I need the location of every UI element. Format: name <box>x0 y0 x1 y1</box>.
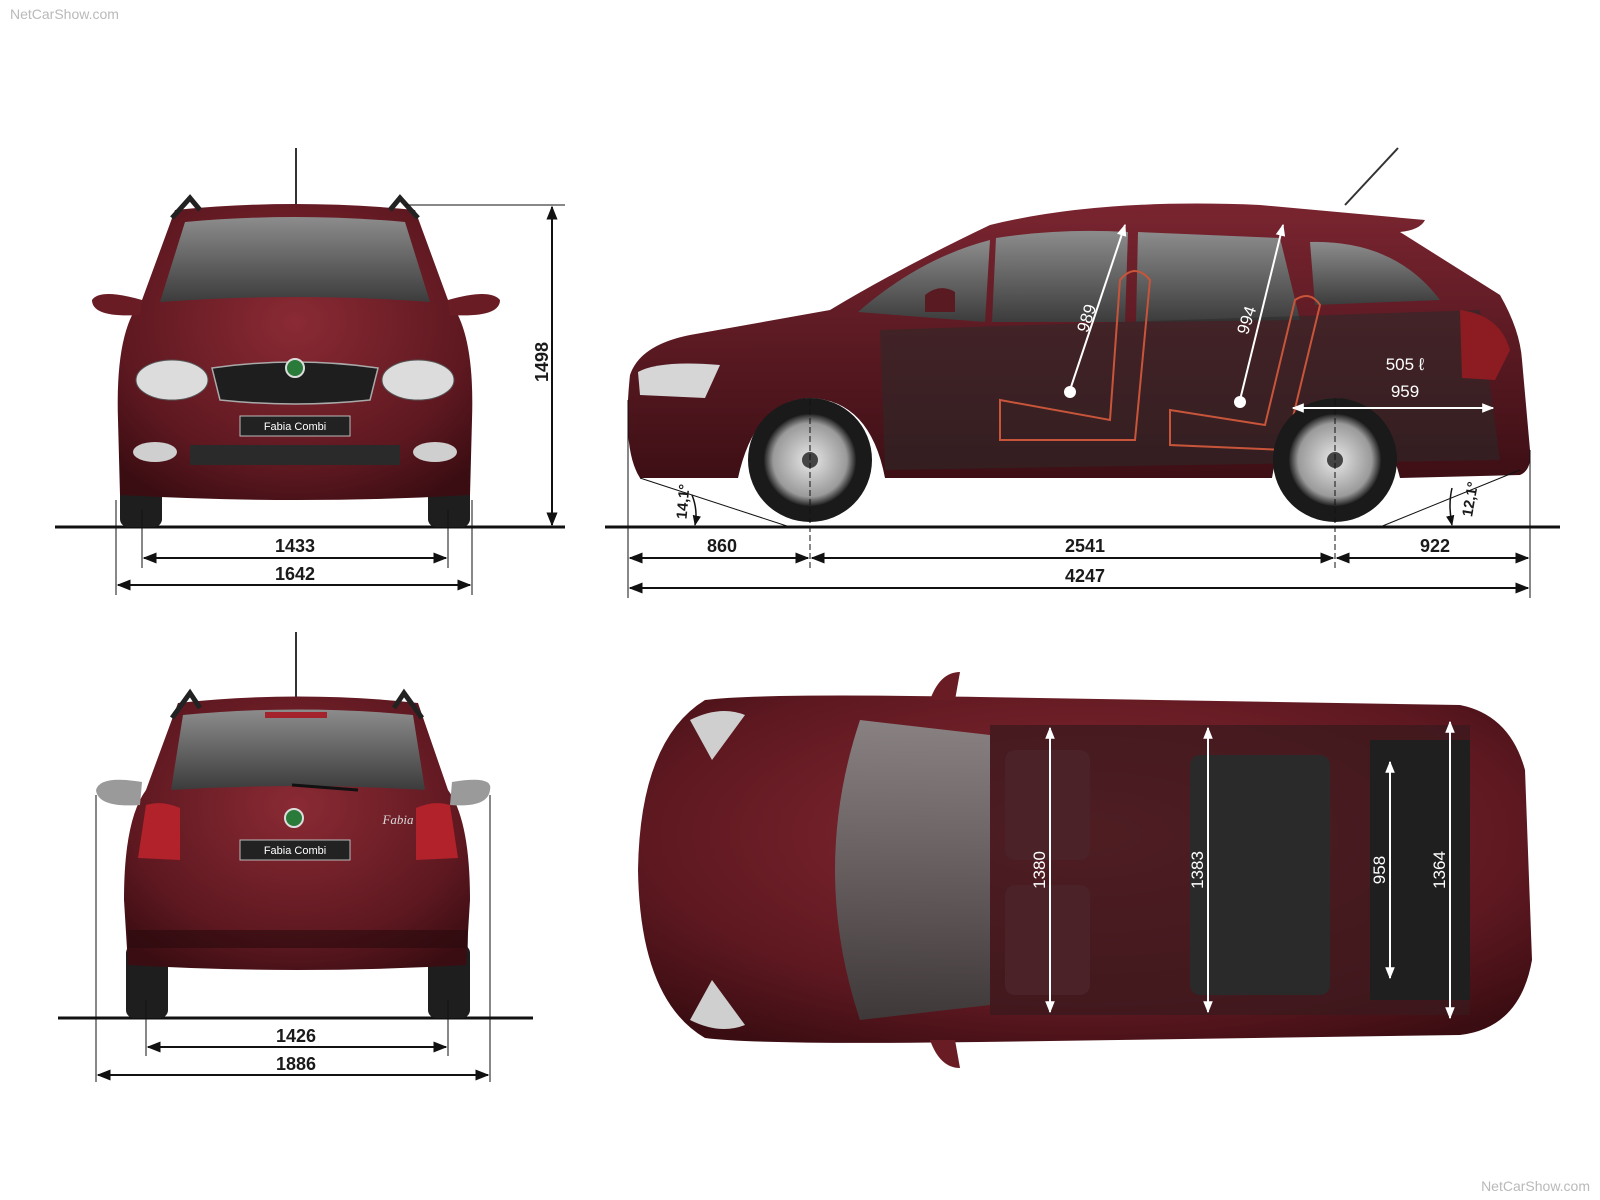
wheelbase-value: 2541 <box>1065 536 1105 556</box>
front-headroom-line <box>1069 223 1127 391</box>
antenna-side <box>1344 147 1399 206</box>
front-plate-text: Fabia Combi <box>264 421 326 433</box>
top-front-right-seat <box>1005 885 1090 995</box>
side-front-window <box>992 230 1128 322</box>
watermark-bottom: NetCarShow.com <box>1481 1178 1590 1194</box>
boot-arch-width-value: 958 <box>1370 856 1389 884</box>
top-right-mirror <box>930 1040 960 1068</box>
front-track-value: 1433 <box>275 536 315 556</box>
rear-right-taillight <box>416 803 458 860</box>
front-right-headlight <box>381 359 455 401</box>
boot-volume-value: 505 ℓ <box>1386 355 1425 374</box>
side-rear-window <box>1136 232 1300 322</box>
rear-headroom-line <box>1239 223 1286 401</box>
length-value: 4247 <box>1065 566 1105 586</box>
skoda-logo-icon <box>285 358 305 378</box>
height-value: 1498 <box>532 342 552 382</box>
side-taillight <box>1460 310 1510 380</box>
side-view: 989 994 505 ℓ 959 14,1° 12,1° 860 2541 9… <box>605 147 1560 598</box>
width-value: 1642 <box>275 564 315 584</box>
side-headlight <box>638 363 720 398</box>
rear-right-mirror <box>450 779 491 806</box>
front-windshield <box>160 217 430 302</box>
top-left-mirror <box>930 672 960 700</box>
front-overhang-value: 860 <box>707 536 737 556</box>
front-left-mirror <box>92 294 142 316</box>
top-rear-bench <box>1190 755 1330 995</box>
rear-view: Fabia Fabia Combi 1426 1886 <box>58 632 533 1082</box>
rear-left-taillight <box>138 803 180 860</box>
rear-window <box>171 709 425 790</box>
rear-skoda-logo-icon <box>284 808 304 828</box>
side-quarter-window <box>1310 241 1440 305</box>
front-elbow-width-value: 1380 <box>1030 851 1049 889</box>
mirror-width-value: 1886 <box>276 1054 316 1074</box>
rear-seat-outline <box>1169 295 1322 452</box>
front-grille <box>211 361 379 405</box>
rear-left-mirror <box>96 779 142 806</box>
top-windshield <box>835 720 990 1020</box>
watermark-top: NetCarShow.com <box>10 6 119 22</box>
side-windshield <box>858 240 990 322</box>
front-left-headlight <box>135 359 209 401</box>
front-view: Fabia Combi 1498 1433 1642 <box>55 148 565 595</box>
rear-elbow-width-value: 1383 <box>1188 851 1207 889</box>
front-right-mirror <box>448 294 500 316</box>
departure-angle-value: 12,1° <box>1459 480 1482 518</box>
boot-width-value: 1364 <box>1430 851 1449 889</box>
approach-angle-value: 14,1° <box>674 483 694 520</box>
rear-wiper <box>291 783 359 792</box>
rear-track-value: 1426 <box>276 1026 316 1046</box>
front-seat-outline <box>999 270 1152 441</box>
rear-fabia-script: Fabia <box>381 812 414 827</box>
rear-license-plate <box>239 839 351 861</box>
rear-plate-text: Fabia Combi <box>264 845 326 857</box>
top-front-left-seat <box>1005 750 1090 860</box>
front-license-plate <box>239 415 351 437</box>
rear-overhang-value: 922 <box>1420 536 1450 556</box>
top-view: 1380 1383 958 1364 <box>638 672 1532 1068</box>
boot-length-value: 959 <box>1391 382 1419 401</box>
